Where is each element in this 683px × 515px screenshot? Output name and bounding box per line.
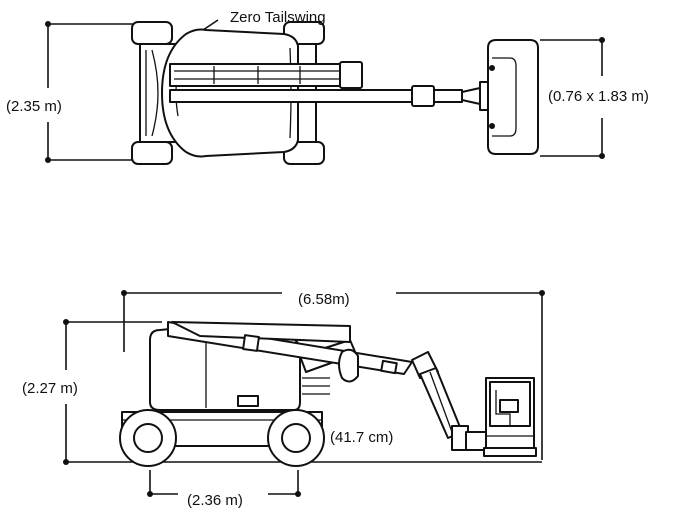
side-wheel-front bbox=[267, 409, 325, 467]
side-boom bbox=[167, 321, 413, 383]
wheelbase-dimension bbox=[147, 470, 301, 497]
top-width-dimension bbox=[45, 21, 136, 163]
overall-length-label: (6.58m) bbox=[298, 291, 350, 308]
zero-tailswing-leader bbox=[202, 19, 219, 31]
side-platform bbox=[483, 377, 537, 457]
ground-clearance-label: (41.7 cm) bbox=[330, 429, 393, 446]
side-wheel-rear bbox=[119, 409, 177, 467]
wheelbase-label: (2.36 m) bbox=[187, 492, 243, 509]
top-platform bbox=[487, 39, 539, 155]
stowed-height-dimension bbox=[63, 319, 162, 465]
zero-tailswing-label: Zero Tailswing bbox=[230, 9, 326, 26]
top-width-label: (2.35 m) bbox=[6, 98, 62, 115]
stowed-height-label: (2.27 m) bbox=[22, 380, 78, 397]
overall-length-dimension bbox=[121, 290, 545, 460]
top-wheel-rear-right bbox=[131, 141, 173, 165]
platform-size-dimension bbox=[540, 37, 605, 159]
top-view: (2.35 m) bbox=[6, 9, 649, 165]
side-view: (6.58m) (2.27 m) bbox=[22, 290, 545, 509]
side-jib bbox=[411, 351, 487, 451]
platform-size-label: (0.76 x 1.83 m) bbox=[548, 88, 649, 105]
top-boom bbox=[169, 61, 493, 111]
top-wheel-rear-left bbox=[131, 21, 173, 45]
